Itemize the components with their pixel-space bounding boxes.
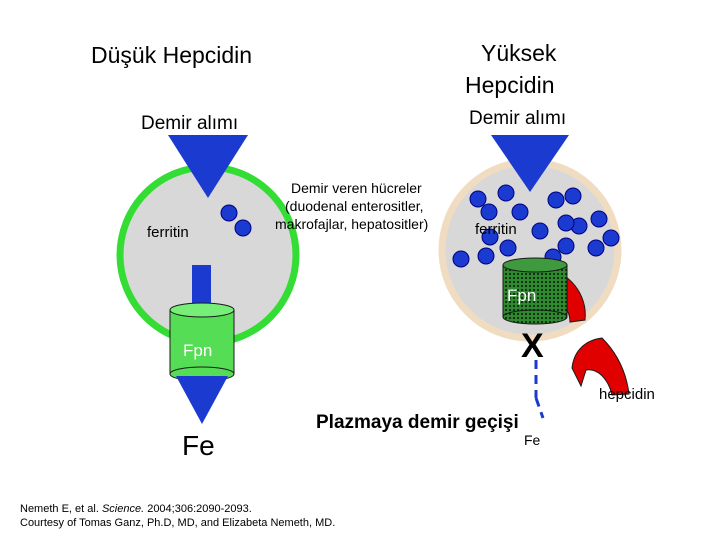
donor-cells-line3: makrofajlar, hepatositler)	[275, 216, 428, 232]
right-iron-dot	[500, 240, 516, 256]
right-iron-dot	[565, 188, 581, 204]
right-intake-label: Demir alımı	[469, 108, 566, 130]
donor-cells-line2: (duodenal enterositler,	[285, 198, 424, 214]
right-iron-dot	[591, 211, 607, 227]
citation-journal: Science.	[102, 503, 144, 515]
right-title-line2: Hepcidin	[465, 72, 555, 99]
citation-authors: Nemeth E, et al.	[20, 503, 102, 515]
left-iron-dot	[221, 205, 237, 221]
left-fe-export-arrow	[176, 376, 228, 424]
citation-volume: 2004;306:2090-2093.	[144, 503, 252, 515]
right-ferritin-label: ferritin	[475, 221, 517, 238]
right-iron-dot	[453, 251, 469, 267]
right-title-line1: Yüksek	[481, 40, 556, 67]
right-iron-dot	[558, 238, 574, 254]
right-iron-dot	[548, 192, 564, 208]
citation-line1: Nemeth E, et al. Science. 2004;306:2090-…	[20, 503, 252, 515]
plasma-transfer-label: Plazmaya demir geçişi	[316, 412, 519, 434]
left-fe-label: Fe	[182, 430, 215, 462]
right-iron-dot	[588, 240, 604, 256]
right-iron-dot	[478, 248, 494, 264]
citation-line2: Courtesy of Tomas Ganz, Ph.D, MD, and El…	[20, 517, 335, 529]
right-iron-dot	[512, 204, 528, 220]
right-iron-dot	[498, 185, 514, 201]
left-fpn-label: Fpn	[183, 341, 212, 361]
left-iron-dot	[235, 220, 251, 236]
right-iron-dot	[470, 191, 486, 207]
hepcidin-label: hepcidin	[599, 386, 655, 403]
right-fe-label: Fe	[524, 432, 540, 448]
right-iron-dot	[603, 230, 619, 246]
block-mark: X	[521, 327, 544, 366]
left-intake-label: Demir alımı	[141, 113, 238, 135]
right-iron-dot	[558, 215, 574, 231]
blocked-export-line	[536, 398, 543, 418]
right-fpn-label: Fpn	[507, 286, 536, 306]
right-iron-dot	[532, 223, 548, 239]
left-title: Düşük Hepcidin	[91, 42, 252, 69]
donor-cells-line1: Demir veren hücreler	[291, 180, 422, 196]
right-iron-dot	[481, 204, 497, 220]
left-ferritin-label: ferritin	[147, 224, 189, 241]
